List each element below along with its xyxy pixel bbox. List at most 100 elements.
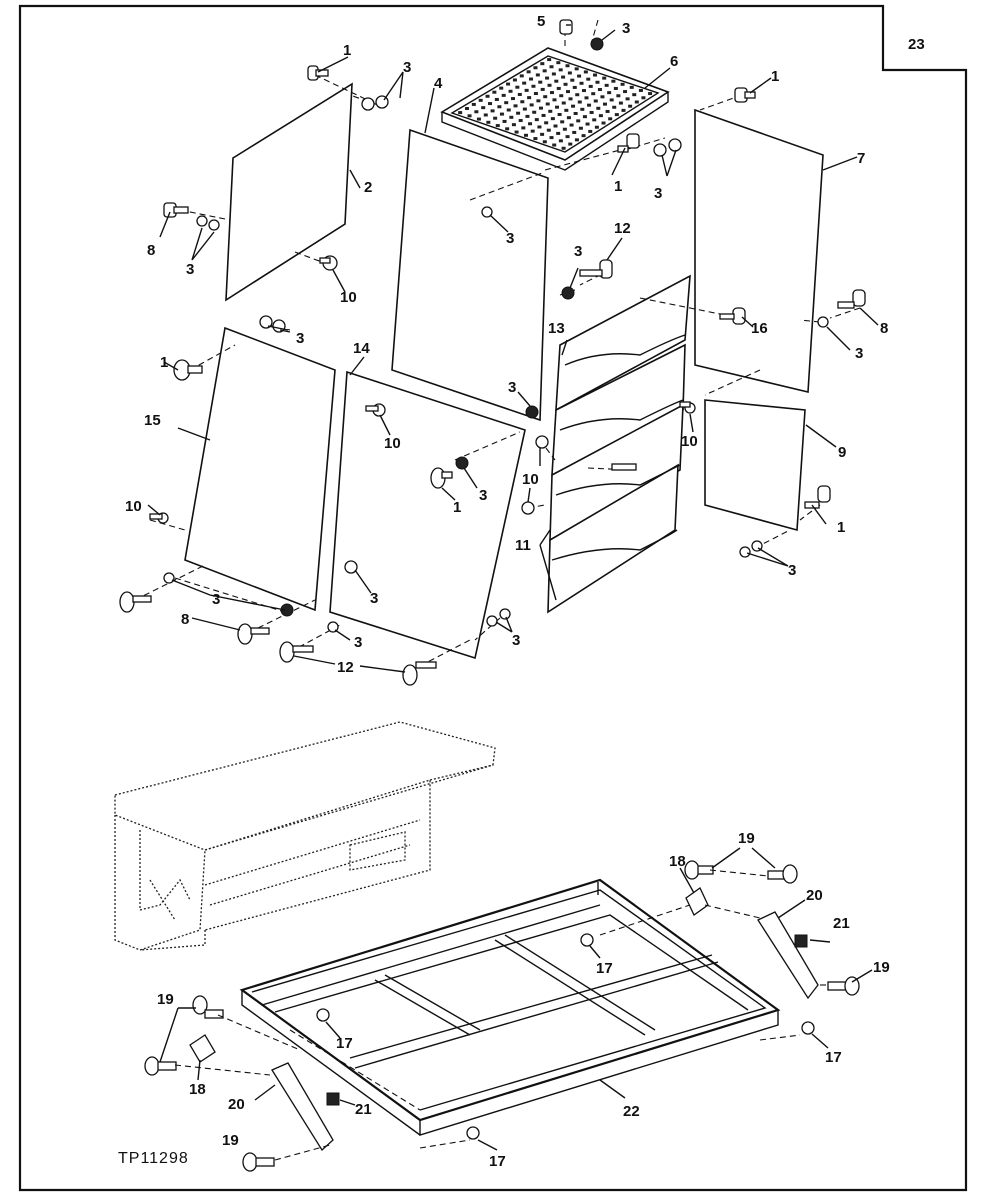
nut-part-3 bbox=[344, 560, 358, 574]
callout: 3 bbox=[296, 330, 304, 347]
grille-hole bbox=[516, 111, 521, 115]
grille-part-6 bbox=[440, 47, 670, 171]
callout: 8 bbox=[147, 242, 155, 259]
grille-hole bbox=[545, 76, 550, 80]
grille-hole bbox=[546, 128, 551, 132]
grille-hole bbox=[549, 91, 554, 95]
grille-hole bbox=[499, 86, 504, 90]
callout: 1 bbox=[771, 68, 779, 85]
grille-hole bbox=[494, 97, 499, 101]
grille-hole bbox=[464, 107, 469, 111]
bolt-part-10 bbox=[521, 501, 535, 515]
callout: 20 bbox=[806, 887, 823, 904]
grille-hole bbox=[595, 80, 600, 84]
grille-hole bbox=[552, 98, 557, 102]
callout: 17 bbox=[825, 1049, 842, 1066]
grille-hole bbox=[525, 114, 530, 118]
callout: 17 bbox=[489, 1153, 506, 1170]
bolt-part-10 bbox=[149, 512, 169, 524]
panel-part-4 bbox=[391, 128, 549, 422]
grille-hole bbox=[509, 115, 514, 119]
link-part-20 bbox=[271, 1062, 334, 1152]
grille-hole bbox=[596, 106, 601, 110]
nut-part-17 bbox=[801, 1021, 815, 1035]
callout: 3 bbox=[622, 20, 630, 37]
grille-hole bbox=[488, 102, 493, 106]
bolt-part-1 bbox=[804, 485, 831, 509]
callout: 3 bbox=[506, 230, 514, 247]
grille-hole bbox=[542, 140, 547, 144]
nut-part-3 bbox=[739, 540, 763, 558]
grille-hole bbox=[559, 94, 564, 98]
grille-hole bbox=[543, 95, 548, 99]
grille-hole bbox=[555, 105, 560, 109]
grille-hole bbox=[519, 74, 524, 78]
bolt-part-1 bbox=[173, 359, 203, 381]
grille-hole bbox=[556, 61, 561, 65]
callout: 10 bbox=[125, 498, 142, 515]
grille-hole bbox=[612, 105, 617, 109]
bolt-part-19 bbox=[827, 976, 860, 996]
grille-hole bbox=[588, 129, 593, 133]
grille-hole bbox=[577, 100, 582, 104]
grille-hole bbox=[524, 88, 529, 92]
nut-part-3 bbox=[525, 405, 539, 419]
bolt-part-1 bbox=[430, 467, 453, 489]
grille-hole bbox=[533, 66, 538, 70]
grille-hole bbox=[591, 92, 596, 96]
grille-hole bbox=[511, 123, 516, 127]
grille-hole bbox=[605, 109, 610, 113]
nut-part-17 bbox=[580, 933, 594, 947]
grille-hole bbox=[528, 122, 533, 126]
grille-hole bbox=[574, 138, 579, 142]
grille-hole bbox=[565, 64, 570, 68]
grille-hole bbox=[474, 110, 479, 114]
grille-hole bbox=[471, 102, 476, 106]
callout: 3 bbox=[654, 185, 662, 202]
grille-hole bbox=[522, 107, 527, 111]
bolt-part-19 bbox=[192, 995, 224, 1019]
grille-hole bbox=[537, 125, 542, 129]
grille-hole bbox=[577, 74, 582, 78]
grille-hole bbox=[541, 113, 546, 117]
grille-hole bbox=[515, 85, 520, 89]
grille-hole bbox=[614, 113, 619, 117]
nut-part-21 bbox=[794, 934, 808, 948]
grille-hole bbox=[505, 127, 510, 131]
grille-hole bbox=[593, 99, 598, 103]
grille-hole bbox=[492, 90, 497, 94]
grille-hole bbox=[532, 110, 537, 114]
nut-part-3 bbox=[361, 95, 389, 111]
nut-part-3 bbox=[259, 315, 286, 333]
grille-hole bbox=[598, 114, 603, 118]
panel-part-11-lower bbox=[547, 463, 679, 614]
callout: 3 bbox=[370, 590, 378, 607]
grille-hole bbox=[520, 100, 525, 104]
grille-hole bbox=[553, 124, 558, 128]
grille-hole bbox=[518, 119, 523, 123]
nut-part-3 bbox=[196, 215, 220, 231]
link-part-20 bbox=[757, 911, 819, 1000]
bolt-part-12 bbox=[611, 463, 637, 471]
grille-hole bbox=[549, 136, 554, 140]
grille-hole bbox=[540, 132, 545, 136]
grille-hole bbox=[513, 104, 518, 108]
grille-hole bbox=[567, 71, 572, 75]
figure-id: TP11298 bbox=[118, 1150, 189, 1167]
grille-hole bbox=[638, 88, 643, 92]
grille-hole bbox=[587, 103, 592, 107]
grille-hole bbox=[582, 115, 587, 119]
callout: 11 bbox=[515, 537, 531, 554]
nut-part-21 bbox=[326, 1092, 340, 1106]
grille-hole bbox=[534, 118, 539, 122]
callout: 23 bbox=[908, 36, 925, 53]
grille-hole bbox=[547, 58, 552, 62]
callout: 4 bbox=[434, 75, 443, 92]
assembly-lines-lower bbox=[174, 869, 830, 1161]
callout: 5 bbox=[537, 13, 545, 30]
grille-hole bbox=[601, 121, 606, 125]
grille-hole bbox=[538, 106, 543, 110]
grille-hole bbox=[588, 84, 593, 88]
panel-part-9 bbox=[704, 399, 806, 532]
bolt-part-16 bbox=[719, 307, 746, 325]
